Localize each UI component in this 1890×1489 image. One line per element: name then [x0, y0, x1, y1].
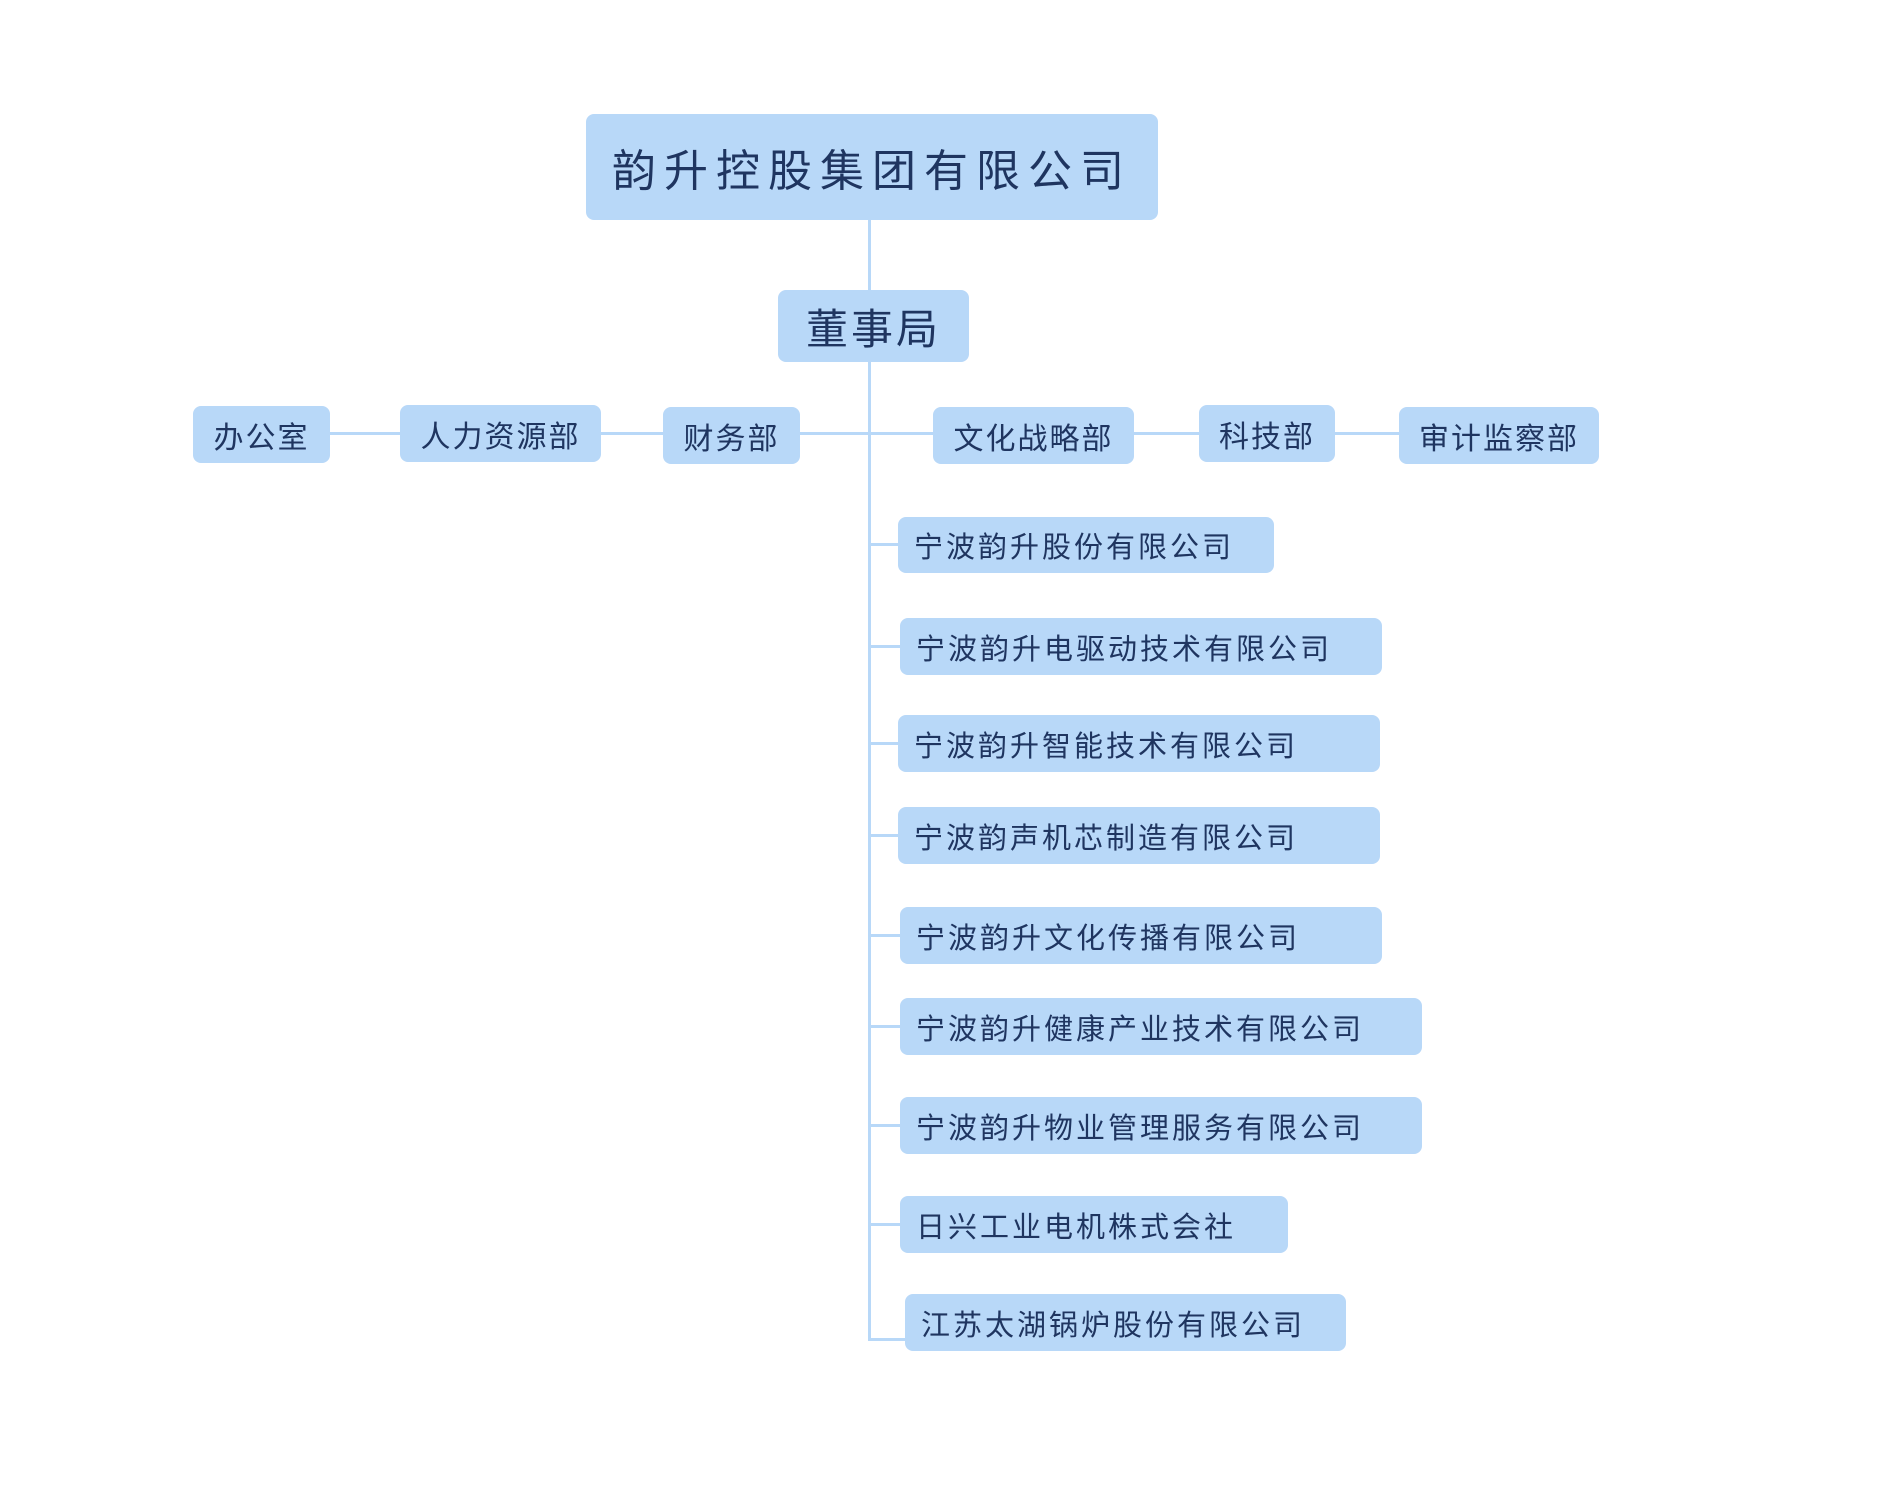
dept-audit[interactable]: 审计监察部 — [1399, 407, 1599, 464]
dept-technology[interactable]: 科技部 — [1199, 405, 1335, 462]
connector-sub-4 — [868, 834, 900, 837]
connector-departments — [330, 432, 1400, 435]
subsidiary-node[interactable]: 宁波韵升健康产业技术有限公司 — [900, 998, 1422, 1055]
subsidiary-node[interactable]: 江苏太湖锅炉股份有限公司 — [905, 1294, 1346, 1351]
connector-sub-6 — [868, 1025, 900, 1028]
subsidiary-node[interactable]: 宁波韵升智能技术有限公司 — [898, 715, 1380, 772]
dept-hr[interactable]: 人力资源部 — [400, 405, 601, 462]
dept-finance[interactable]: 财务部 — [663, 407, 800, 464]
connector-trunk — [868, 362, 871, 1340]
board-node[interactable]: 董事局 — [778, 290, 969, 362]
connector-sub-8 — [868, 1223, 900, 1226]
subsidiary-node[interactable]: 宁波韵声机芯制造有限公司 — [898, 807, 1380, 864]
subsidiary-node[interactable]: 宁波韵升物业管理服务有限公司 — [900, 1097, 1422, 1154]
connector-sub-5 — [868, 934, 900, 937]
subsidiary-node[interactable]: 宁波韵升电驱动技术有限公司 — [900, 618, 1382, 675]
dept-office[interactable]: 办公室 — [193, 406, 330, 463]
connector-sub-3 — [868, 742, 900, 745]
connector-sub-2 — [868, 645, 900, 648]
subsidiary-node[interactable]: 宁波韵升股份有限公司 — [898, 517, 1274, 573]
connector-sub-9 — [868, 1338, 906, 1341]
connector-sub-7 — [868, 1124, 900, 1127]
subsidiary-node[interactable]: 日兴工业电机株式会社 — [900, 1196, 1288, 1253]
dept-culture-strategy[interactable]: 文化战略部 — [933, 407, 1134, 464]
connector-root-board — [868, 220, 871, 290]
root-node[interactable]: 韵升控股集团有限公司 — [586, 114, 1158, 220]
connector-sub-1 — [868, 543, 900, 546]
subsidiary-node[interactable]: 宁波韵升文化传播有限公司 — [900, 907, 1382, 964]
